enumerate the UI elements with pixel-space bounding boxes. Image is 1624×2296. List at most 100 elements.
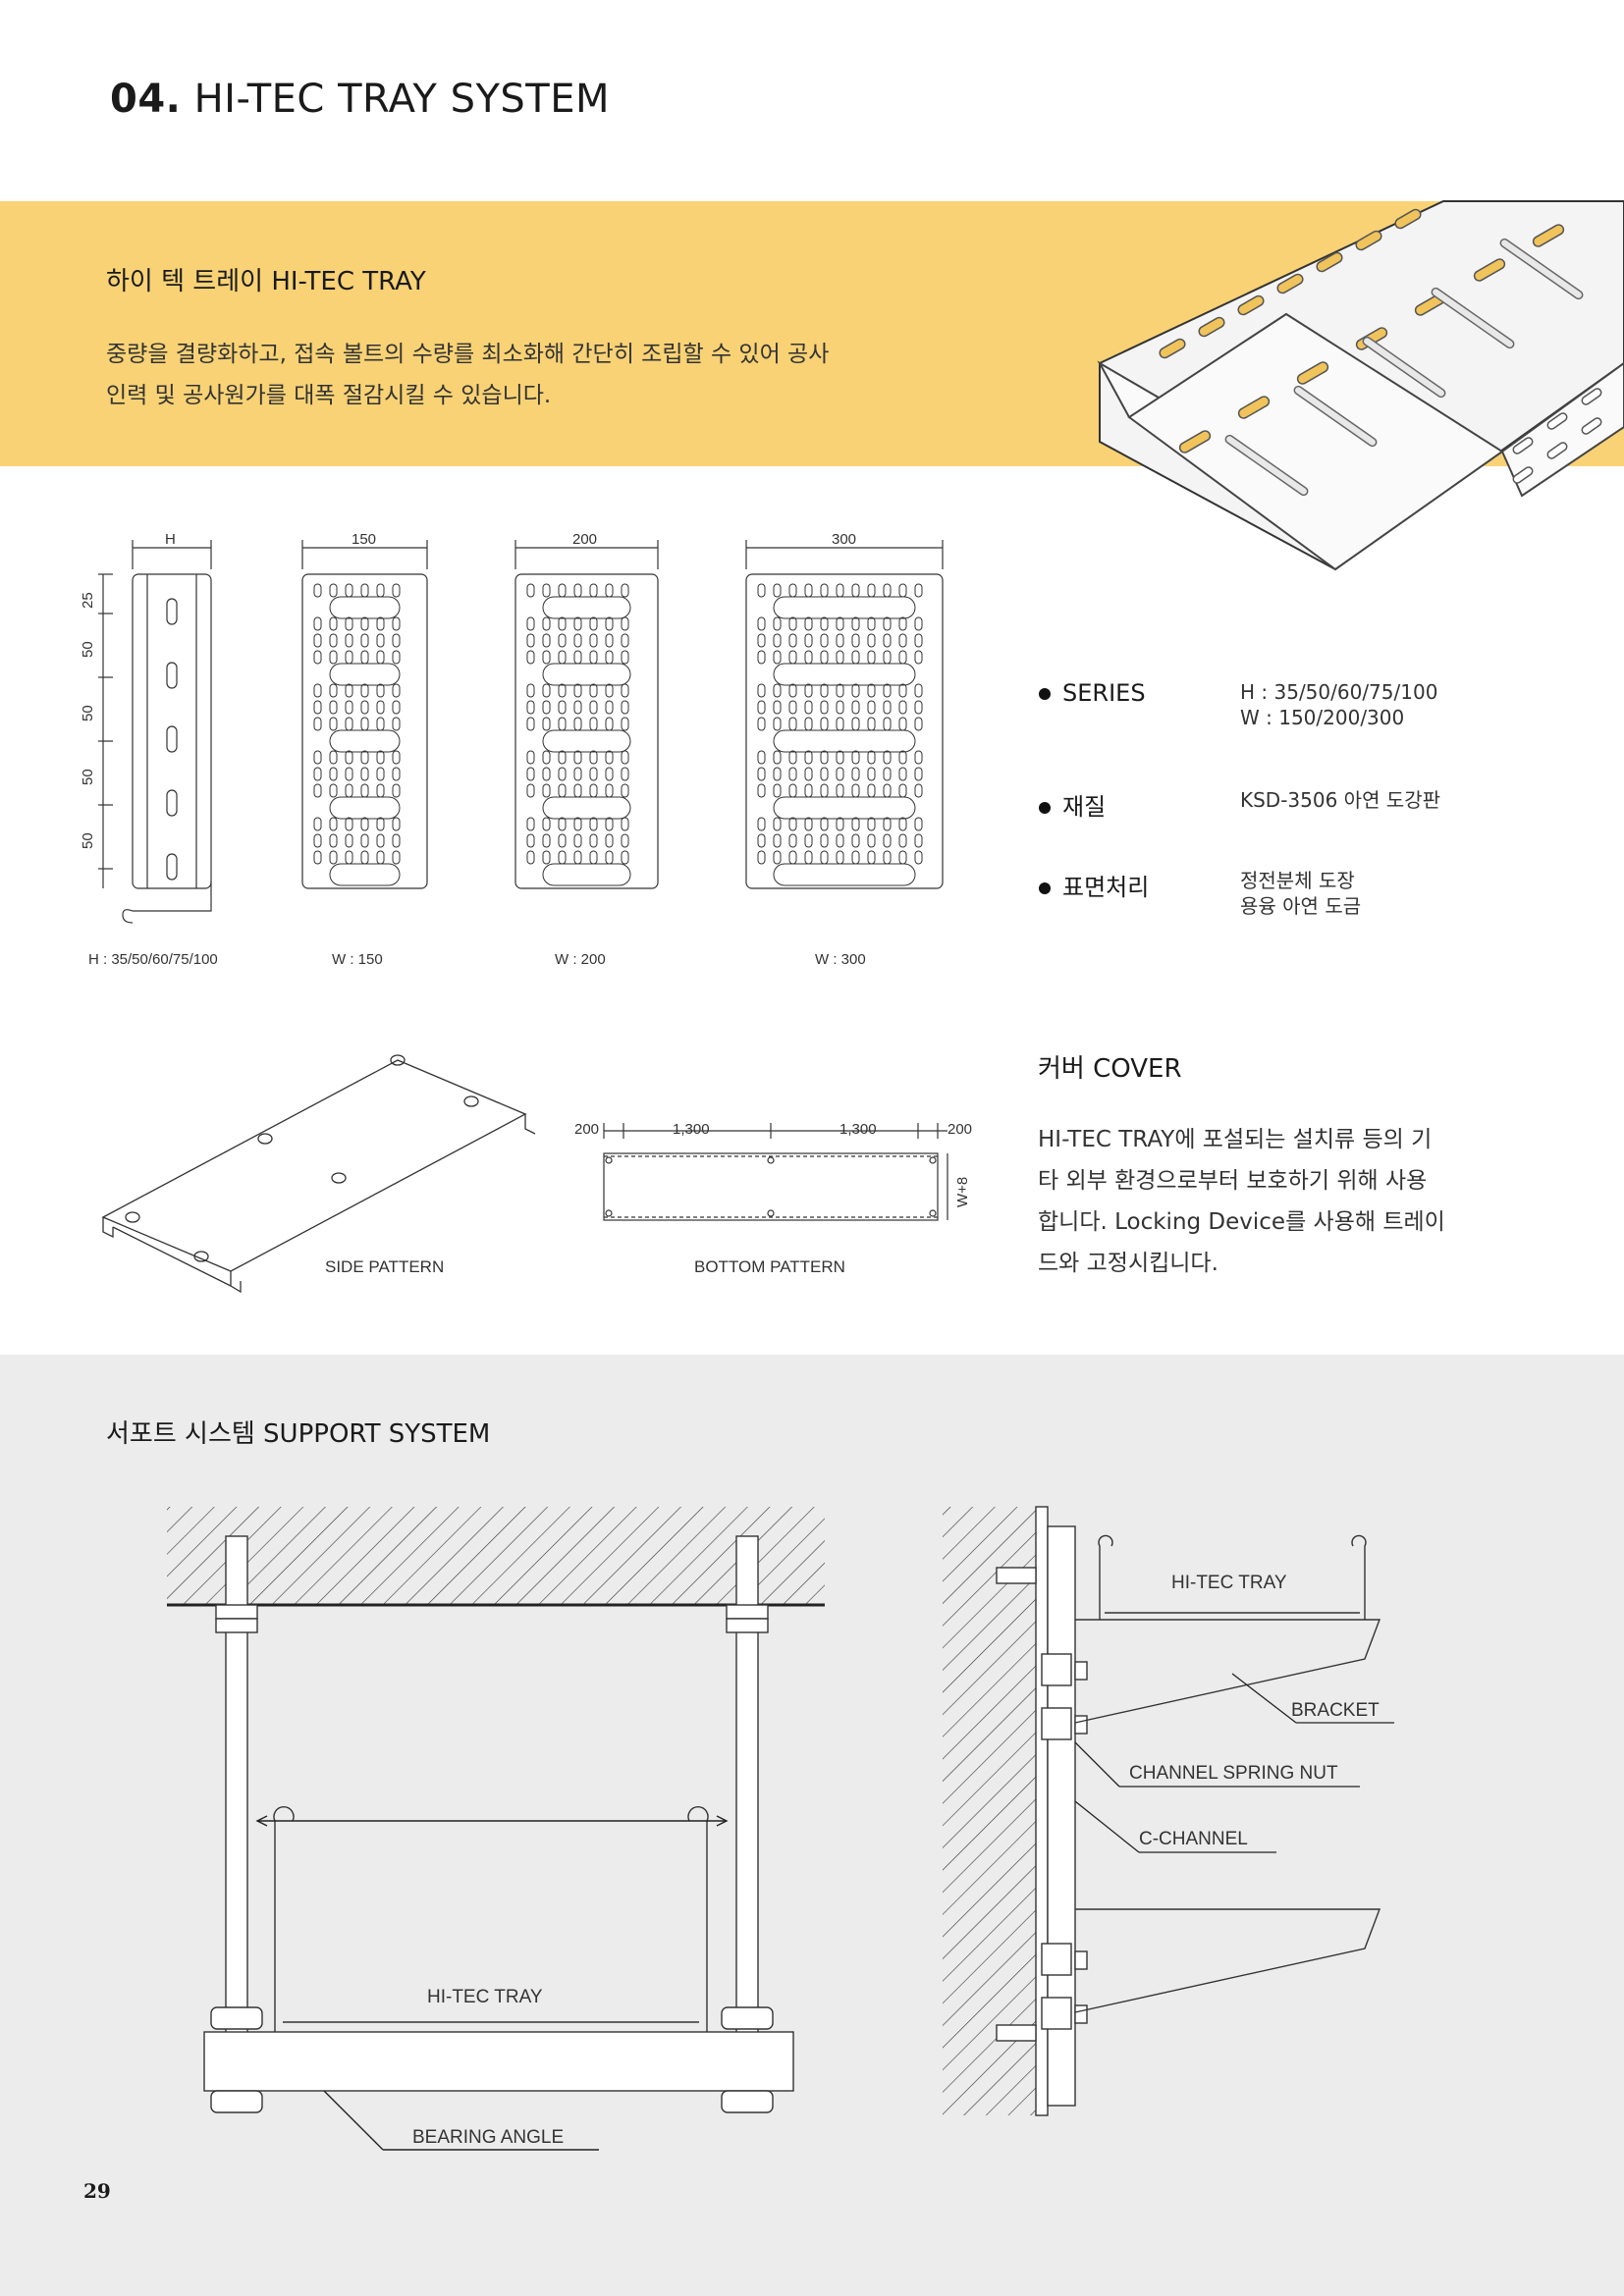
slot-small	[804, 616, 813, 631]
cover-dim-w8: W+8	[954, 1177, 971, 1207]
slot-small	[526, 817, 535, 831]
slot-small	[345, 783, 353, 798]
slot-small	[621, 583, 629, 598]
slot-small	[360, 683, 369, 698]
slot-small	[345, 650, 353, 665]
slot-small	[804, 817, 813, 831]
dim-200-label: 200	[572, 531, 597, 548]
slot-small	[757, 700, 766, 715]
slot-small	[851, 583, 860, 598]
slot-small	[605, 817, 614, 831]
front-tray-label: HI-TEC TRAY	[427, 1987, 543, 2007]
slot-small	[392, 783, 401, 798]
slot-large	[329, 796, 401, 820]
support-front-drawing: HI-TEC TRAY BEARING ANGLE	[167, 1507, 825, 2151]
slot-small	[914, 833, 923, 848]
slot-small	[526, 616, 535, 631]
caption-h: H : 35/50/60/75/100	[88, 951, 218, 968]
slot-small	[883, 717, 892, 731]
slot-small	[851, 767, 860, 781]
slot-small	[558, 650, 567, 665]
slot-small	[573, 717, 582, 731]
slot-small	[376, 700, 385, 715]
slot-small	[313, 717, 322, 731]
slot-small	[589, 683, 598, 698]
slot-small	[313, 750, 322, 765]
slot-small	[773, 817, 782, 831]
slot-small	[376, 583, 385, 598]
slot-small	[542, 717, 551, 731]
slot-small	[757, 833, 766, 848]
slot-small	[883, 616, 892, 631]
slot-small	[757, 683, 766, 698]
slot-small	[621, 683, 629, 698]
slot-small	[867, 616, 876, 631]
slot-small	[851, 717, 860, 731]
slot-small	[573, 583, 582, 598]
spec-finish: 표면처리 정전분체 도장 용융 아연 도금	[1039, 868, 1589, 946]
slot-small	[757, 633, 766, 648]
slot-large	[542, 663, 631, 686]
slot-small	[898, 700, 907, 715]
slot-large	[542, 796, 631, 820]
slot-small	[883, 833, 892, 848]
slot-small	[773, 633, 782, 648]
slot-small	[788, 850, 797, 865]
slot-small	[773, 583, 782, 598]
spec-series: SERIES H : 35/50/60/75/100 W : 150/200/3…	[1039, 679, 1589, 787]
slot-small	[589, 750, 598, 765]
slot-small	[329, 650, 338, 665]
slot-small	[329, 700, 338, 715]
slot-small	[589, 767, 598, 781]
slot-small	[542, 700, 551, 715]
slot-small	[851, 750, 860, 765]
slot-small	[757, 717, 766, 731]
spec-material-value: KSD-3506 아연 도강판	[1240, 788, 1441, 812]
slot-small	[867, 850, 876, 865]
slot-small	[573, 633, 582, 648]
slot-small	[392, 833, 401, 848]
slot-small	[757, 783, 766, 798]
slot-small	[851, 650, 860, 665]
slot-small	[605, 683, 614, 698]
slot-large	[329, 729, 401, 753]
cover-dim-200-right: 200	[947, 1121, 972, 1138]
slot-small	[313, 650, 322, 665]
slot-small	[867, 783, 876, 798]
slot-small	[605, 783, 614, 798]
slot-small	[526, 767, 535, 781]
section-number: 04.	[110, 77, 182, 122]
slot-small	[558, 817, 567, 831]
slot-small	[605, 750, 614, 765]
slot-small	[345, 717, 353, 731]
slot-small	[820, 783, 829, 798]
slot-small	[820, 583, 829, 598]
slot-small	[360, 750, 369, 765]
slot-small	[898, 833, 907, 848]
slot-small	[788, 583, 797, 598]
slot-small	[376, 717, 385, 731]
slot-small	[360, 767, 369, 781]
slot-small	[573, 616, 582, 631]
cover-dim-200-left: 200	[574, 1121, 599, 1138]
slot-small	[773, 616, 782, 631]
slot-small	[914, 817, 923, 831]
slot-small	[573, 683, 582, 698]
slot-small	[804, 700, 813, 715]
spec-finish-value-2: 용융 아연 도금	[1240, 894, 1362, 918]
slot-small	[883, 767, 892, 781]
slot-small	[392, 817, 401, 831]
slot-small	[914, 583, 923, 598]
slot-small	[345, 767, 353, 781]
slot-small	[883, 583, 892, 598]
slot-small	[313, 633, 322, 648]
bottom-pattern-caption: BOTTOM PATTERN	[694, 1257, 845, 1276]
dim-side-50d: 50	[80, 832, 96, 849]
slot-small	[313, 583, 322, 598]
slot-small	[867, 717, 876, 731]
slot-small	[851, 683, 860, 698]
slot-small	[914, 783, 923, 798]
slot-small	[313, 783, 322, 798]
slot-small	[851, 633, 860, 648]
slot-small	[345, 700, 353, 715]
